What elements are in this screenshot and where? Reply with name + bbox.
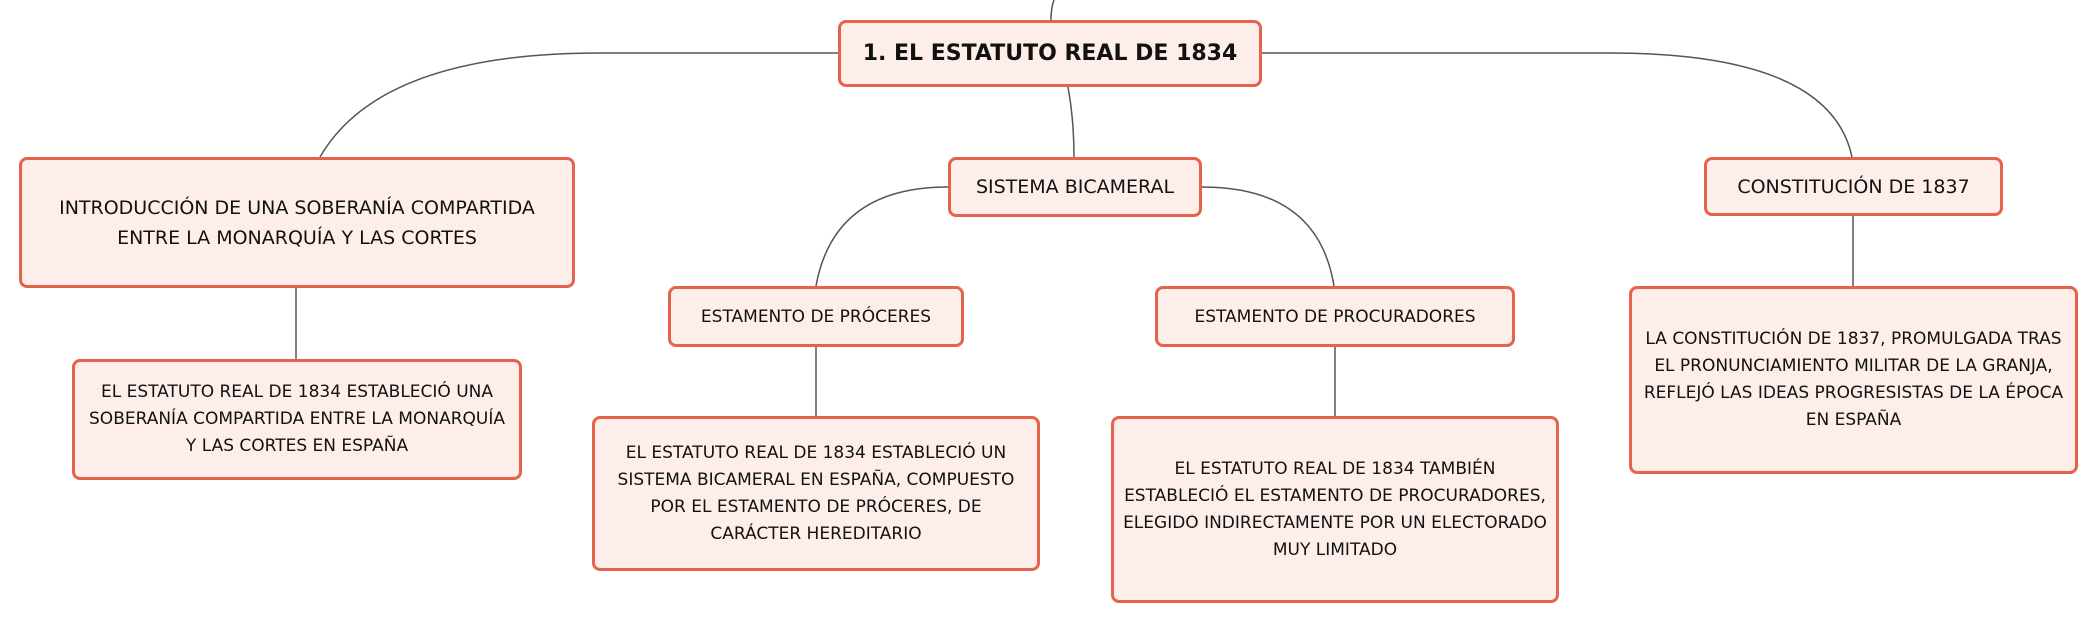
root-node[interactable]: 1. EL ESTATUTO REAL DE 1834 [838,20,1262,87]
node-estamento-procuradores[interactable]: ESTAMENTO DE PROCURADORES [1155,286,1515,347]
detail-procuradores-text: EL ESTATUTO REAL DE 1834 TAMBIÉN ESTABLE… [1123,458,1547,560]
node-estamento-procuradores-label: ESTAMENTO DE PROCURADORES [1194,306,1476,327]
detail-constitucion[interactable]: LA CONSTITUCIÓN DE 1837, PROMULGADA TRAS… [1629,286,2078,474]
node-estamento-proceres-label: ESTAMENTO DE PRÓCERES [700,306,932,327]
node-estamento-proceres[interactable]: ESTAMENTO DE PRÓCERES [668,286,964,347]
root-node-label: 1. EL ESTATUTO REAL DE 1834 [862,41,1238,66]
detail-proceres-text: EL ESTATUTO REAL DE 1834 ESTABLECIÓ UN S… [617,442,1015,544]
connector-parent-to-root [1050,0,1055,21]
node-sistema-bicameral-label: SISTEMA BICAMERAL [975,176,1175,198]
detail-procuradores[interactable]: EL ESTATUTO REAL DE 1834 TAMBIÉN ESTABLE… [1111,416,1559,603]
detail-soberania-text: EL ESTATUTO REAL DE 1834 ESTABLECIÓ UNA … [89,382,505,456]
node-constitucion-1837-label: CONSTITUCIÓN DE 1837 [1737,175,1970,198]
connector-root-to-soberania [319,52,838,158]
node-constitucion-1837[interactable]: CONSTITUCIÓN DE 1837 [1704,157,2003,216]
detail-constitucion-text: LA CONSTITUCIÓN DE 1837, PROMULGADA TRAS… [1643,329,2064,430]
node-soberania[interactable]: INTRODUCCIÓN DE UNA SOBERANÍA COMPARTIDA… [19,157,575,288]
detail-soberania[interactable]: EL ESTATUTO REAL DE 1834 ESTABLECIÓ UNA … [72,359,522,480]
node-sistema-bicameral[interactable]: SISTEMA BICAMERAL [948,157,1202,217]
connector-bicameral-to-proceres [815,186,949,287]
connector-root-to-constitucion [1262,52,1853,158]
connector-root-to-bicameral [1067,86,1075,158]
connector-bicameral-to-procuradores [1201,186,1335,287]
detail-proceres[interactable]: EL ESTATUTO REAL DE 1834 ESTABLECIÓ UN S… [592,416,1040,571]
node-soberania-label: INTRODUCCIÓN DE UNA SOBERANÍA COMPARTIDA… [59,196,535,249]
